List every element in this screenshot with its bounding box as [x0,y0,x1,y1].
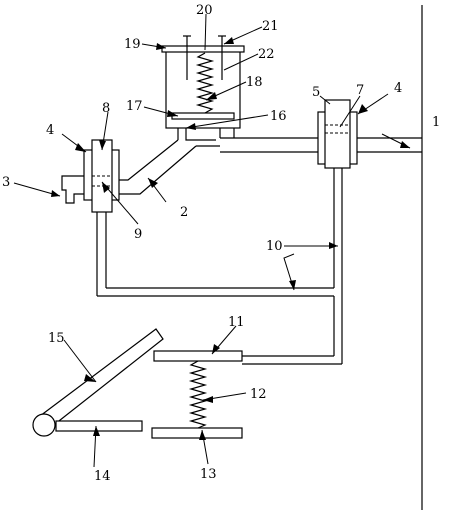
angled-pipe [112,133,220,195]
label-15: 15 [48,331,65,346]
main-pipe [357,137,422,153]
label-1: 1 [432,115,440,130]
label-10: 10 [266,239,283,254]
label-2: 2 [180,205,188,220]
label-12: 12 [250,387,267,402]
label-3: 3 [2,175,10,190]
pipe-network [96,168,343,365]
label-5: 5 [312,85,320,100]
label-20: 20 [196,3,213,18]
label-13: 13 [200,467,217,482]
part-labels: 1 2 3 4 4 5 7 8 9 10 11 12 13 14 15 16 1… [2,3,440,484]
label-7: 7 [356,83,364,98]
chamber-connector-pipe [219,128,318,153]
label-9: 9 [134,227,142,242]
spring-chamber [161,35,245,140]
label-4-left: 4 [46,123,54,138]
label-19: 19 [124,37,141,52]
label-4-right: 4 [394,81,402,96]
label-11: 11 [228,315,245,330]
label-8: 8 [102,101,110,116]
pedal-spring-assembly [151,350,243,439]
label-14: 14 [94,469,111,484]
left-valve [83,139,120,213]
right-valve [317,99,358,169]
label-22: 22 [258,47,275,62]
label-21: 21 [262,19,279,34]
arrowheads [51,37,410,440]
label-16: 16 [270,109,287,124]
label-17: 17 [126,99,143,114]
valve-handle [61,175,84,204]
pedal-lever [32,328,164,437]
label-18: 18 [246,75,263,90]
